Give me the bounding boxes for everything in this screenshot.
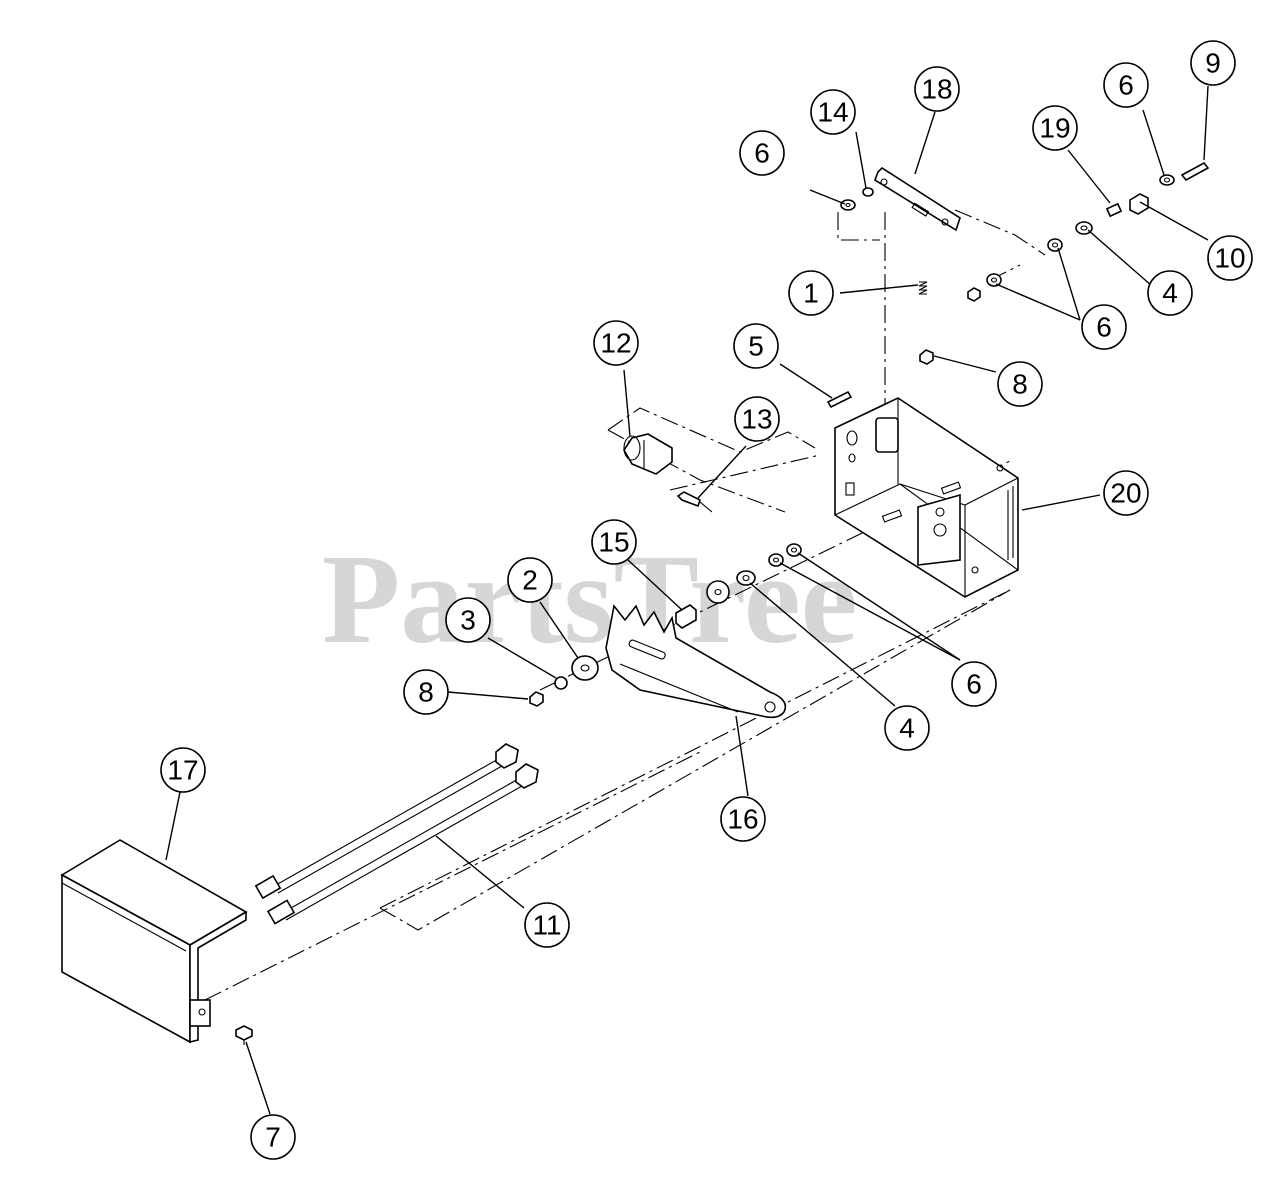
svg-text:6: 6 — [966, 669, 982, 700]
main-bracket — [834, 397, 1019, 598]
svg-text:17: 17 — [167, 755, 198, 786]
svg-text:10: 10 — [1214, 243, 1245, 274]
callout-8: 8 — [997, 361, 1043, 407]
watermark-text: PartsTree — [322, 528, 857, 670]
callout-20: 20 — [1103, 470, 1149, 516]
callout-2: 2 — [507, 557, 553, 603]
svg-text:1: 1 — [803, 278, 819, 309]
svg-text:20: 20 — [1110, 478, 1141, 509]
callout-6: 6 — [739, 130, 785, 176]
lever-arm — [605, 604, 787, 719]
svg-text:6: 6 — [1118, 70, 1134, 101]
svg-text:2: 2 — [522, 565, 538, 596]
callout-4: 4 — [1147, 270, 1193, 316]
callout-6: 6 — [1081, 304, 1127, 350]
svg-text:14: 14 — [817, 97, 848, 128]
svg-text:4: 4 — [1162, 278, 1178, 309]
callout-9: 9 — [1190, 40, 1236, 86]
svg-text:18: 18 — [921, 74, 952, 105]
callout-3: 3 — [445, 597, 491, 643]
callout-19: 19 — [1032, 105, 1078, 151]
svg-text:8: 8 — [1012, 369, 1028, 400]
callout-11: 11 — [524, 902, 570, 948]
svg-text:6: 6 — [1096, 312, 1112, 343]
svg-text:19: 19 — [1039, 113, 1070, 144]
svg-text:3: 3 — [460, 605, 476, 636]
callout-17: 17 — [160, 747, 206, 793]
callout-1: 1 — [788, 270, 834, 316]
callout-6: 6 — [1103, 62, 1149, 108]
callout-4: 4 — [884, 705, 930, 751]
callout-10: 10 — [1207, 235, 1253, 281]
svg-text:6: 6 — [754, 138, 770, 169]
svg-text:16: 16 — [727, 804, 758, 835]
top-plate — [874, 166, 961, 232]
callout-8: 8 — [403, 669, 449, 715]
callout-7: 7 — [250, 1114, 296, 1160]
callout-13: 13 — [734, 396, 780, 442]
svg-text:12: 12 — [600, 328, 631, 359]
callout-15: 15 — [591, 519, 637, 565]
callout-16: 16 — [720, 796, 766, 842]
svg-text:8: 8 — [418, 677, 434, 708]
svg-text:15: 15 — [598, 527, 629, 558]
svg-text:9: 9 — [1205, 48, 1221, 79]
svg-text:13: 13 — [741, 404, 772, 435]
leader-lines — [165, 85, 1209, 1115]
svg-text:7: 7 — [265, 1122, 281, 1153]
callout-12: 12 — [593, 320, 639, 366]
cover-box — [60, 839, 248, 1044]
callout-18: 18 — [914, 66, 960, 112]
cable-harness — [254, 743, 539, 925]
svg-text:5: 5 — [748, 331, 764, 362]
svg-text:11: 11 — [532, 910, 561, 941]
callout-14: 14 — [810, 89, 856, 135]
callout-6: 6 — [951, 661, 997, 707]
svg-text:4: 4 — [899, 713, 915, 744]
callout-5: 5 — [733, 323, 779, 369]
callouts: 1 2 3 4 4 5 6 6 6 6 7 8 8 9 10 11 12 13 … — [160, 40, 1253, 1160]
